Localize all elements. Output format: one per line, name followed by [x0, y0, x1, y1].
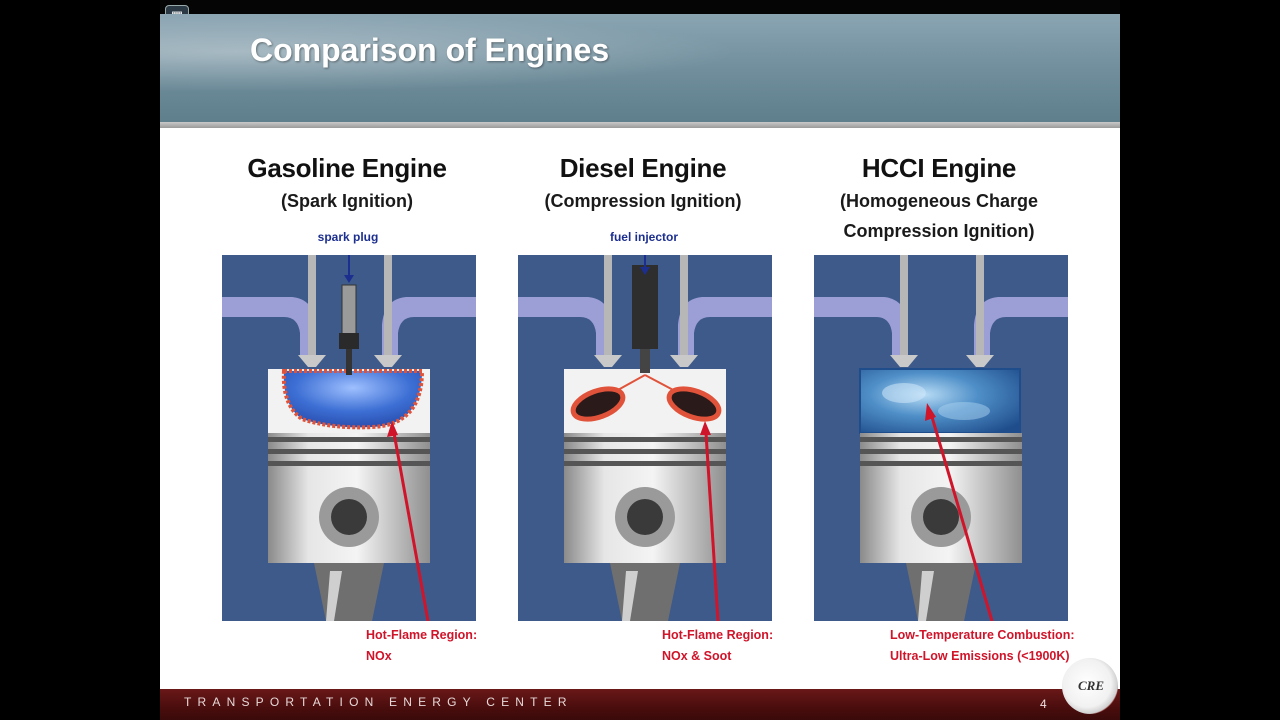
slide: ▦ Comparison of Engines Gasoline Engine … [160, 0, 1120, 720]
valve-stem-left [308, 255, 316, 355]
valve-head-right [670, 355, 698, 367]
note-line: Ultra-Low Emissions (<1900K) [890, 649, 1070, 663]
flame-plume-right [666, 386, 722, 422]
spark-plug-body [341, 284, 357, 336]
logo-text: CRE [1078, 678, 1105, 693]
flame-plume-left [570, 386, 626, 422]
spark-plug-tip [346, 349, 352, 375]
gasoline-note: Hot-Flame Region: NOx [366, 625, 477, 667]
header-rule [160, 122, 1120, 128]
diesel-engine-diagram [518, 255, 772, 621]
engine-title: Diesel Engine [559, 153, 727, 183]
engine-subtitle: (Compression Ignition) [544, 191, 742, 211]
piston-ring [268, 449, 430, 454]
flame-region-arrow [392, 432, 430, 621]
valve-head-left [890, 355, 918, 367]
engine-title: Gasoline Engine [247, 153, 447, 183]
valve-stem-right [384, 255, 392, 355]
fuel-injector-body [632, 265, 658, 349]
valve-head-right [966, 355, 994, 367]
note-line: Hot-Flame Region: [662, 628, 774, 642]
piston-ring [564, 461, 726, 466]
valve-stem-left [900, 255, 908, 355]
engine-subtitle-line-2: Compression Ignition) [843, 221, 1035, 241]
gasoline-engine-diagram [222, 255, 476, 621]
slide-title: Comparison of Engines [250, 32, 610, 68]
connecting-rod [314, 563, 384, 621]
engine-heading-diesel: Diesel Engine (Compression Ignition) [493, 150, 793, 216]
piston-ring [564, 449, 726, 454]
footer-band: TRANSPORTATION ENERGY CENTER 4 [160, 689, 1120, 720]
valve-stem-right [976, 255, 984, 355]
intake-port-right [974, 297, 1068, 355]
homogeneous-charge [859, 368, 1021, 434]
piston-ring [860, 461, 1022, 466]
valve-stem-left [604, 255, 612, 355]
valve-head-right [374, 355, 402, 367]
note-line: Hot-Flame Region: [366, 628, 478, 642]
wrist-pin [331, 499, 367, 535]
page-number: 4 [1040, 697, 1047, 711]
spark-plug-label: spark plug [317, 230, 379, 244]
fuel-injector-nozzle [640, 349, 650, 373]
spark-plug-nut [339, 333, 359, 349]
slide-header: Comparison of Engines [160, 14, 1120, 122]
charge-swirl [882, 383, 926, 403]
spark-plug-arrowhead [344, 275, 354, 283]
hcci-note: Low-Temperature Combustion: Ultra-Low Em… [890, 625, 1075, 667]
combustion-region-arrow [930, 416, 994, 621]
flame-region-arrow [704, 432, 720, 621]
flame-region-arrowhead [700, 421, 711, 435]
charge-swirl [938, 402, 990, 420]
piston-ring [268, 461, 430, 466]
note-line: NOx [366, 649, 392, 663]
piston-ring [268, 437, 430, 442]
connecting-rod-highlight [326, 571, 342, 621]
piston-ring [564, 437, 726, 442]
diesel-note: Hot-Flame Region: NOx & Soot [662, 625, 773, 667]
engine-subtitle-line-1: (Homogeneous Charge [839, 191, 1039, 211]
intake-port-right [382, 297, 476, 355]
note-line: NOx & Soot [662, 649, 732, 663]
connecting-rod [610, 563, 680, 621]
combustion-region-arrowhead [925, 403, 936, 421]
engine-title: HCCI Engine [861, 153, 1017, 183]
intake-port-left [518, 297, 612, 355]
intake-port-right [678, 297, 772, 355]
intake-port-left [814, 297, 908, 355]
note-line: Low-Temperature Combustion: [890, 628, 1075, 642]
wrist-pin [923, 499, 959, 535]
wrist-pin [627, 499, 663, 535]
fuel-injector-label: fuel injector [609, 230, 678, 244]
engine-heading-hcci: HCCI Engine (Homogeneous Charge Compress… [789, 150, 1089, 246]
hcci-engine-diagram [814, 255, 1068, 621]
flame-front [281, 369, 425, 430]
connecting-rod-highlight [918, 571, 934, 621]
top-bar [160, 0, 1120, 14]
valve-stem-right [680, 255, 688, 355]
engine-subtitle: (Spark Ignition) [281, 191, 413, 211]
header-sky-graphic [160, 14, 1120, 122]
piston-ring [860, 437, 1022, 442]
flame-region-arrowhead [387, 421, 398, 437]
connecting-rod-highlight [622, 571, 638, 621]
engine-heading-gasoline: Gasoline Engine (Spark Ignition) [197, 150, 497, 216]
valve-head-left [298, 355, 326, 367]
intake-port-left [222, 297, 316, 355]
logo: CRE [1062, 658, 1118, 714]
valve-head-left [594, 355, 622, 367]
connecting-rod [906, 563, 976, 621]
fuel-injector-arrowhead [640, 267, 650, 275]
footer-text: TRANSPORTATION ENERGY CENTER [184, 695, 573, 709]
